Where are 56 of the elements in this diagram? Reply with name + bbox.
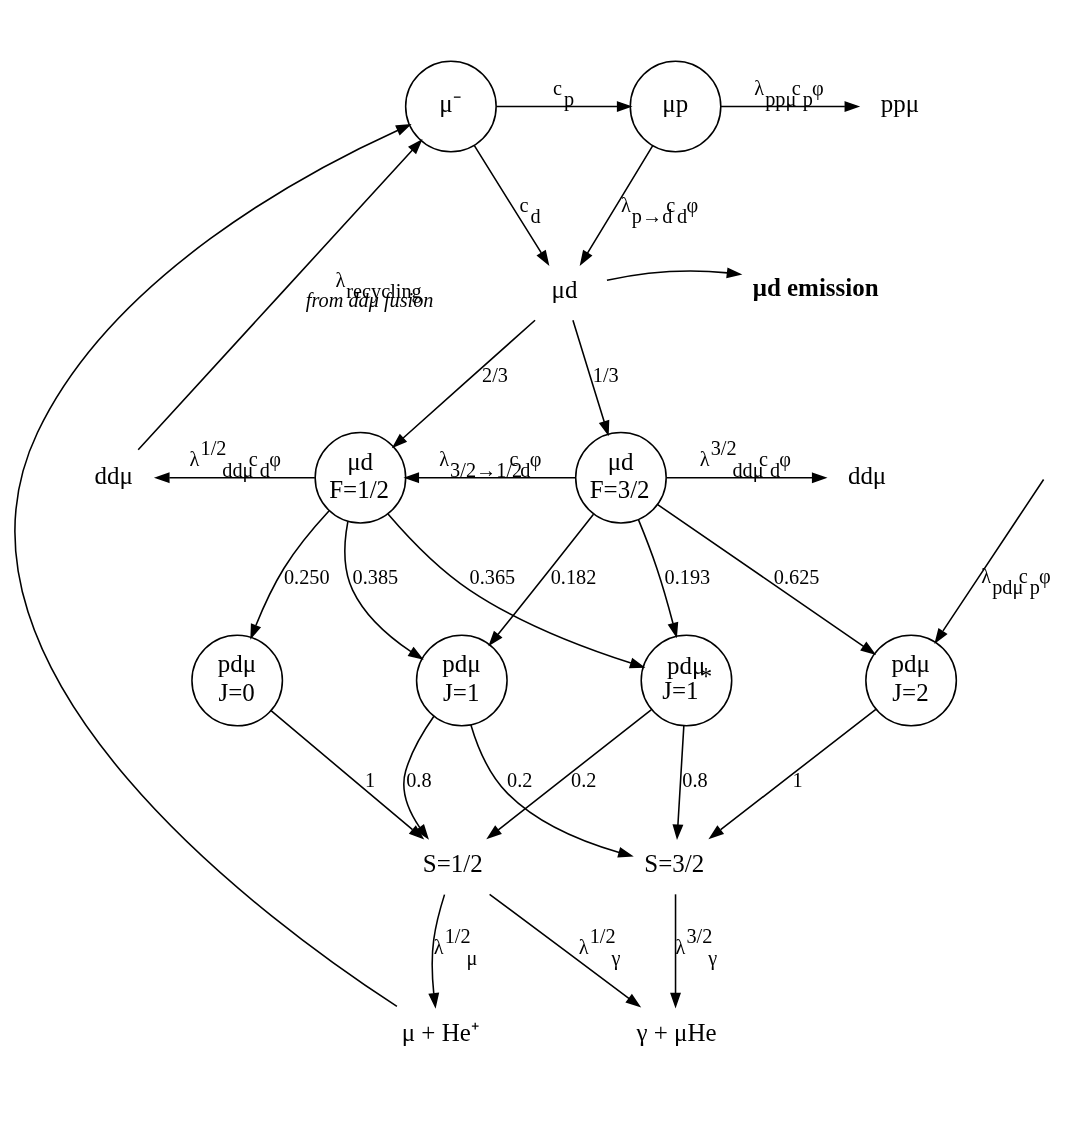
- arrow: [495, 100, 633, 112]
- arrow: [403, 714, 435, 840]
- edge-label: 0.250: [283, 565, 330, 588]
- arrow: [579, 144, 654, 266]
- edge-label: 1: [792, 768, 803, 791]
- arrow: [153, 471, 316, 483]
- node-text: ddμ: [94, 461, 133, 489]
- arrow: [488, 893, 642, 1007]
- arrow: [403, 471, 577, 483]
- node-text: S=3/2: [644, 849, 705, 877]
- arrow: [250, 509, 330, 640]
- node-text: μ + He⁺: [401, 1018, 479, 1046]
- arrow: [672, 724, 685, 840]
- node-circle: pdμ J=1: [415, 634, 508, 727]
- node-circle: μp: [629, 59, 722, 152]
- arrow: [473, 144, 550, 266]
- edge-label: 0.193: [664, 565, 711, 588]
- arrow: [656, 503, 877, 655]
- arrow: [934, 478, 1045, 644]
- node-text: μd emission: [752, 273, 879, 301]
- arrow: [606, 266, 743, 281]
- edge-label: 0.365: [469, 565, 516, 588]
- arrow: [344, 520, 424, 660]
- edge-label: 0.182: [550, 565, 597, 588]
- arrow: [665, 471, 828, 483]
- node-circle: pdμ J=0: [191, 634, 284, 727]
- edge-label: 0.2: [571, 768, 597, 791]
- node-text: ddμ: [847, 461, 887, 489]
- arrow: [720, 100, 861, 112]
- edge-label: 0.625: [773, 565, 820, 588]
- node-circle: μd F=3/2: [574, 431, 667, 524]
- node-circle: pdμ J=2: [865, 634, 958, 727]
- arrow: [637, 518, 679, 638]
- arrow: [428, 893, 446, 1009]
- edge-label: 1: [365, 768, 376, 791]
- arrow: [708, 708, 877, 839]
- node-text: μd: [551, 275, 578, 303]
- arrow: [486, 708, 652, 839]
- edge-label: 0.8: [406, 768, 432, 791]
- arrow: [391, 318, 536, 448]
- edge-label: 0.2: [507, 768, 533, 791]
- arrow: [470, 723, 634, 858]
- edge-label: 0.385: [352, 565, 399, 588]
- edge-label: 1/3: [592, 363, 619, 386]
- arrow: [270, 709, 425, 840]
- edge-label: 0.8: [682, 768, 708, 791]
- arrow: [488, 513, 595, 646]
- arrow: [572, 318, 610, 436]
- arrow: [137, 138, 423, 450]
- arrow: [670, 893, 681, 1008]
- node-text: ppμ: [880, 89, 920, 117]
- node-text: γ + μHe: [636, 1018, 717, 1046]
- arrow: [387, 512, 646, 668]
- arrow: [15, 123, 412, 1007]
- node-text: S=1/2: [422, 849, 483, 877]
- edge-label: 2/3: [482, 363, 508, 386]
